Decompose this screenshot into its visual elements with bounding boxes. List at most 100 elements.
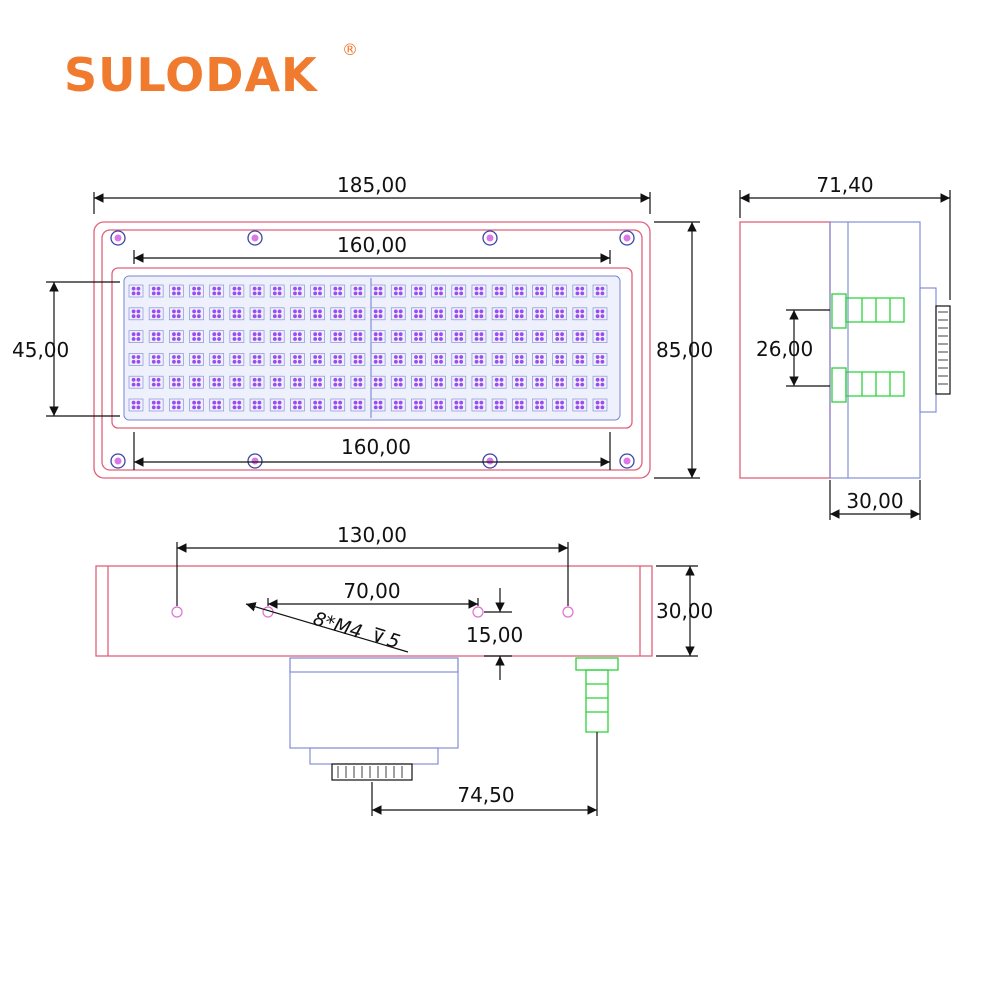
led-chip <box>411 375 426 389</box>
bottom-hole <box>472 606 484 618</box>
led-chip <box>290 353 305 366</box>
led-chip <box>572 353 588 366</box>
led-chip <box>209 330 225 343</box>
led-chip <box>572 284 588 298</box>
side-fitting-bottom <box>831 367 905 403</box>
led-chip <box>128 330 144 343</box>
led-chip <box>552 353 568 366</box>
led-chip <box>471 307 487 321</box>
led-chip <box>128 284 144 298</box>
dim-led-length-bottom-label: 160,00 <box>341 435 411 459</box>
bottom-hole <box>171 606 183 618</box>
window-frame <box>111 267 633 429</box>
led-chip <box>148 330 164 343</box>
dim-height: 85,00 <box>654 221 713 479</box>
led-chip <box>552 284 568 298</box>
thread-callout: 8*M4 ⊽ 5 <box>245 602 409 653</box>
led-chip <box>532 398 547 412</box>
led-chip <box>451 330 467 343</box>
led-chip <box>189 375 204 389</box>
led-chip <box>148 375 164 389</box>
led-chip <box>411 330 426 343</box>
led-chip <box>310 353 325 366</box>
led-chip <box>532 353 547 366</box>
thread-lines <box>337 766 403 778</box>
led-chip <box>189 307 204 321</box>
led-chip <box>168 398 184 412</box>
led-pcb <box>123 275 621 421</box>
led-chip <box>209 284 225 298</box>
led-chip <box>168 375 184 389</box>
led-chip <box>552 375 568 389</box>
led-chip <box>128 398 144 412</box>
registered-mark: ® <box>342 40 358 59</box>
led-chip <box>350 375 366 389</box>
led-chip <box>168 353 184 366</box>
led-array <box>128 284 608 412</box>
led-chip <box>511 398 527 412</box>
bottom-fitting <box>575 657 619 733</box>
led-chip <box>370 284 386 298</box>
dim-body-depth: 30,00 <box>829 480 921 520</box>
led-chip <box>330 375 346 389</box>
led-chip <box>290 307 305 321</box>
led-chip <box>592 398 608 412</box>
led-chip <box>249 307 265 321</box>
led-chip <box>552 330 568 343</box>
led-chip <box>290 375 305 389</box>
led-chip <box>148 398 164 412</box>
dim-body-depth-label: 30,00 <box>846 489 903 513</box>
led-chip <box>209 307 225 321</box>
led-chip <box>168 330 184 343</box>
led-chip <box>511 375 527 389</box>
dim-led-height-label: 45,00 <box>12 338 69 362</box>
screw-hole <box>110 230 126 246</box>
led-chip <box>269 330 285 343</box>
brand-logo: SULODAK <box>64 48 318 102</box>
led-chip <box>411 284 426 298</box>
dim-led-length-bottom: 160,00 <box>133 432 611 470</box>
led-chip <box>330 398 346 412</box>
led-chip <box>451 398 467 412</box>
side-heatsink <box>829 221 921 479</box>
led-chip <box>168 307 184 321</box>
dim-offset-label: 74,50 <box>457 783 514 807</box>
led-chip <box>451 353 467 366</box>
front-view: 185,00 160,00 160,00 45,00 <box>12 173 713 479</box>
led-chip <box>229 330 245 343</box>
screw-hole <box>482 230 498 246</box>
dim-thickness-label: 30,00 <box>656 599 713 623</box>
bottom-connector-neck <box>309 747 439 765</box>
led-chip <box>290 284 305 298</box>
led-chip <box>350 353 366 366</box>
led-chip <box>189 398 204 412</box>
led-chip <box>411 353 426 366</box>
led-chip <box>511 353 527 366</box>
led-chip <box>269 398 285 412</box>
led-chip <box>431 307 446 321</box>
led-chip <box>350 284 366 298</box>
led-chip <box>249 375 265 389</box>
led-chip <box>471 375 487 389</box>
dim-offset: 74,50 <box>371 732 598 816</box>
side-view: 71,40 26,00 30,00 <box>739 173 951 520</box>
led-chip <box>249 353 265 366</box>
led-chip <box>310 307 325 321</box>
dim-depth-label: 71,40 <box>816 173 873 197</box>
led-chip <box>310 284 325 298</box>
screw-hole <box>482 453 498 469</box>
led-chip <box>148 307 164 321</box>
led-chip <box>592 375 608 389</box>
led-chip <box>471 398 487 412</box>
dim-hole-height: 15,00 <box>466 588 523 680</box>
led-chip <box>431 330 446 343</box>
led-chip <box>572 330 588 343</box>
led-chip <box>411 307 426 321</box>
screw-hole <box>619 453 635 469</box>
led-chip <box>189 330 204 343</box>
led-chip <box>431 398 446 412</box>
led-chip <box>532 375 547 389</box>
thread-callout-label: 8*M4 <box>311 608 365 644</box>
led-chip <box>330 353 346 366</box>
